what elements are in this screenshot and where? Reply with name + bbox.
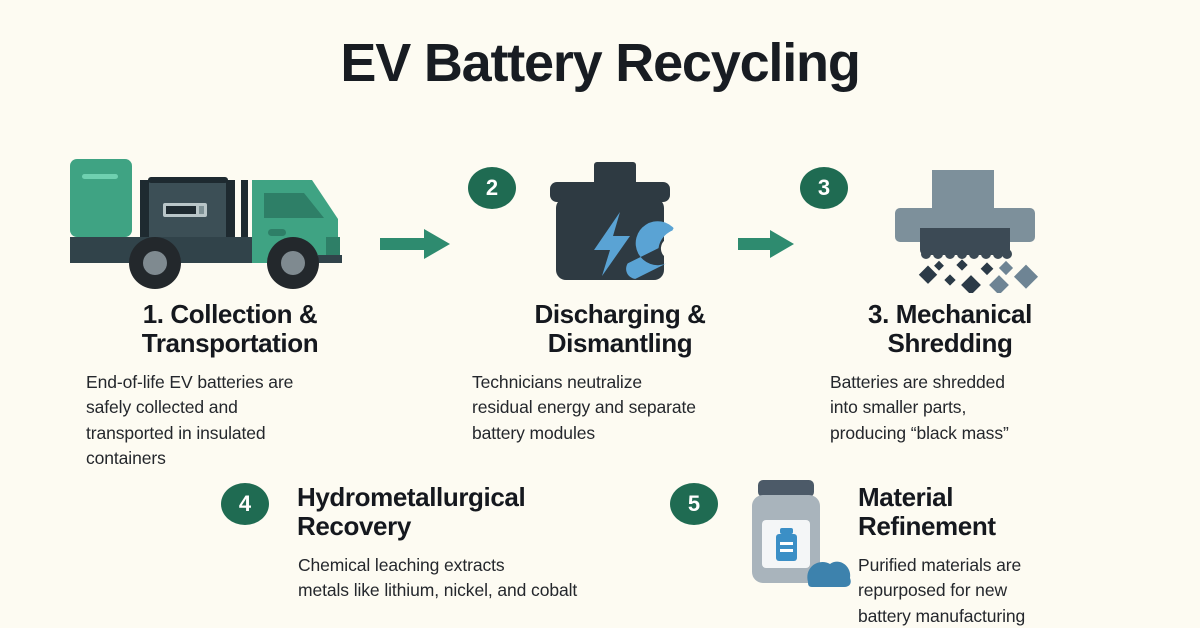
shredder-icon xyxy=(870,168,1060,295)
step-4-heading: Hydrometallurgical Recovery xyxy=(297,482,617,542)
collection-truck-icon xyxy=(62,155,372,300)
step-1-body-line1: End-of-life EV batteries are xyxy=(86,372,294,392)
step-2-badge: 2 xyxy=(468,167,516,209)
step-4-badge: 4 xyxy=(221,483,269,525)
arrow-step1-to-step2 xyxy=(378,226,454,262)
step-3-badge-label: 3 xyxy=(817,175,831,200)
step-1-body: End-of-life EV batteries are safely coll… xyxy=(86,370,386,472)
step-1-body-line4: containers xyxy=(86,448,166,469)
page-title: EV Battery Recycling xyxy=(340,33,860,93)
step-4-body: Chemical leaching extracts metals like l… xyxy=(298,553,698,604)
arrow-step2-to-step3 xyxy=(736,228,798,260)
step-4-heading-line1: Hydrometallurgical xyxy=(297,482,526,512)
step-2-body-line2: residual energy and separate xyxy=(472,397,696,418)
step-5-body-line1: Purified materials are xyxy=(858,555,1022,575)
step-5-heading-line1: Material xyxy=(858,482,954,512)
step-1-body-line2: safely collected and xyxy=(86,397,238,418)
step-4-body-line2: metals like lithium, nickel, and cobalt xyxy=(298,580,578,601)
step-3-heading-line2: Shredding xyxy=(887,328,1013,359)
step-5-body-line2: repurposed for new xyxy=(858,580,1007,601)
step-3-body: Batteries are shredded into smaller part… xyxy=(830,370,1110,446)
step-5-badge: 5 xyxy=(670,483,718,525)
step-1-heading-line1: 1. Collection & xyxy=(142,299,318,329)
step-2-heading: Discharging & Dismantling xyxy=(460,299,780,359)
step-1-heading-line2: Transportation xyxy=(141,328,319,359)
step-1-heading: 1. Collection & Transportation xyxy=(70,299,390,359)
step-3-body-line2: into smaller parts, xyxy=(830,397,967,418)
step-5-heading-line2: Refinement xyxy=(858,511,996,542)
step-4-badge-label: 4 xyxy=(238,491,252,516)
step-5-body-line3: battery manufacturing xyxy=(858,605,1026,626)
battery-wrench-icon xyxy=(538,160,718,295)
step-3-heading: 3. Mechanical Shredding xyxy=(810,299,1090,359)
step-5-badge-label: 5 xyxy=(687,491,701,516)
step-2-heading-line1: Discharging & xyxy=(534,299,706,329)
step-3-badge: 3 xyxy=(800,167,848,209)
step-2-badge-label: 2 xyxy=(485,175,499,200)
step-4-body-line1: Chemical leaching extracts xyxy=(298,555,505,575)
step-2-heading-line2: Dismantling xyxy=(547,328,693,359)
step-4-heading-line2: Recovery xyxy=(297,511,411,542)
jar-powder-icon xyxy=(738,478,856,603)
step-3-heading-line1: 3. Mechanical xyxy=(868,299,1032,329)
step-2-body-line3: battery modules xyxy=(472,422,596,443)
step-3-body-line1: Batteries are shredded xyxy=(830,372,1005,392)
step-5-body: Purified materials are repurposed for ne… xyxy=(858,553,1178,628)
step-2-body: Technicians neutralize residual energy a… xyxy=(472,370,792,446)
step-5-heading: Material Refinement xyxy=(858,482,1138,542)
step-2-body-line1: Technicians neutralize xyxy=(472,372,642,392)
step-3-body-line3: producing “black mass” xyxy=(830,422,1009,443)
step-1-body-line3: transported in insulated xyxy=(86,422,266,443)
